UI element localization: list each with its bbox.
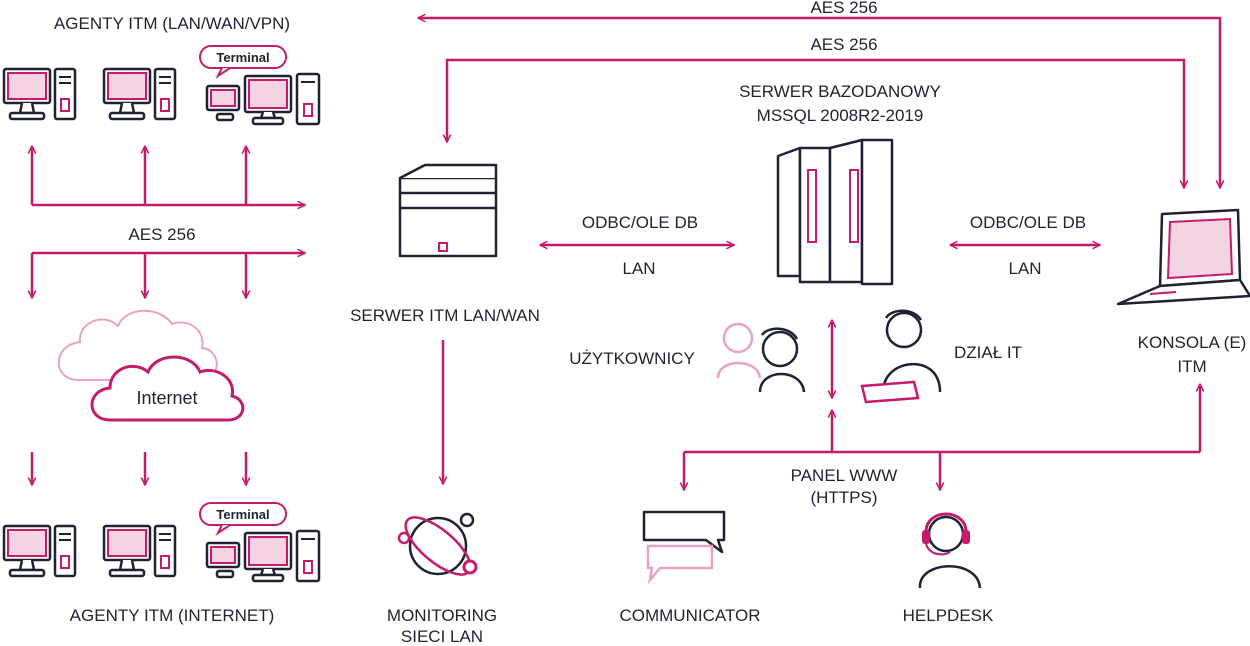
lan-agents-arrows bbox=[32, 146, 305, 205]
desktop-pc-icon bbox=[2, 524, 77, 578]
agents-internet-title: AGENTY ITM (INTERNET) bbox=[70, 606, 275, 625]
aes-left-label: AES 256 bbox=[128, 225, 195, 244]
server-itm-label: SERWER ITM LAN/WAN bbox=[350, 306, 540, 325]
agents-lan-title: AGENTY ITM (LAN/WAN/VPN) bbox=[54, 14, 290, 33]
chat-bubbles-icon bbox=[642, 510, 726, 585]
terminal-bubble-icon: Terminal bbox=[199, 502, 287, 536]
internet-agents-arrows-upper bbox=[32, 253, 305, 298]
terminal-top-label: Terminal bbox=[216, 50, 269, 65]
aes-top-label: AES 256 bbox=[810, 0, 877, 17]
desktop-pc-icon bbox=[102, 524, 177, 578]
odbc-left-label: ODBC/OLE DB bbox=[582, 213, 698, 232]
admin-user-icon bbox=[860, 309, 942, 404]
terminal-bottom-label: Terminal bbox=[216, 507, 269, 522]
monitoring-label-line1: MONITORING bbox=[387, 606, 497, 625]
terminal-bubble-icon: Terminal bbox=[199, 45, 287, 79]
desktop-pc-icon bbox=[2, 67, 77, 121]
odbc-right-label: ODBC/OLE DB bbox=[970, 213, 1086, 232]
desktop-pc-icon bbox=[205, 529, 321, 583]
aes-top-arrow bbox=[418, 18, 1220, 188]
monitoring-label-line2: SIECI LAN bbox=[401, 627, 483, 646]
server-tower-icon bbox=[398, 163, 498, 258]
laptop-icon bbox=[1116, 208, 1250, 306]
lan-left-label: LAN bbox=[622, 259, 655, 278]
cloud-icon: Internet bbox=[57, 309, 245, 422]
aes-second-arrow bbox=[447, 58, 1184, 188]
panel-bus-arrows bbox=[684, 384, 1200, 490]
users-label: UŻYTKOWNICY bbox=[569, 349, 695, 368]
internet-label: Internet bbox=[136, 388, 197, 408]
communicator-label: COMMUNICATOR bbox=[619, 606, 760, 625]
db-server-title-line1: SERWER BAZODANOWY bbox=[739, 82, 941, 101]
helpdesk-label: HELPDESK bbox=[903, 606, 994, 625]
panel-label-line1: PANEL WWW bbox=[791, 466, 898, 485]
aes-second-label: AES 256 bbox=[810, 35, 877, 54]
panel-label-line2: (HTTPS) bbox=[810, 488, 877, 507]
lan-right-label: LAN bbox=[1008, 259, 1041, 278]
database-server-icon bbox=[776, 138, 894, 286]
console-label-line2: ITM bbox=[1177, 357, 1206, 376]
db-server-title-line2: MSSQL 2008R2-2019 bbox=[757, 106, 924, 125]
it-dept-label: DZIAŁ IT bbox=[954, 343, 1022, 362]
orbit-icon bbox=[397, 512, 478, 576]
desktop-pc-icon bbox=[102, 67, 177, 121]
console-label-line1: KONSOLA (E) bbox=[1138, 333, 1247, 352]
user-icon bbox=[716, 322, 806, 393]
internet-agents-arrows-lower bbox=[32, 452, 246, 485]
desktop-pc-icon bbox=[205, 72, 321, 126]
headset-agent-icon bbox=[918, 512, 982, 589]
